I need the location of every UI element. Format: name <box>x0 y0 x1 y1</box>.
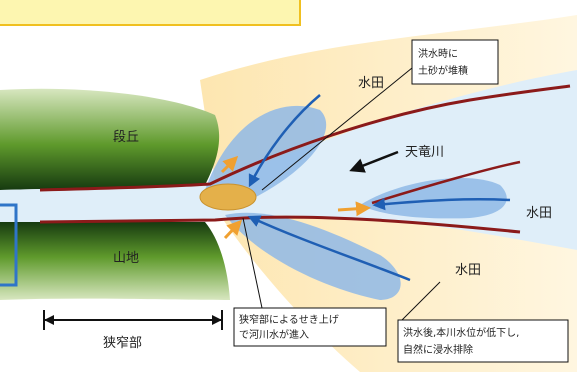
callout-sediment-box <box>411 39 499 85</box>
callout-drainage-box <box>397 319 569 363</box>
narrow-arrowhead-right <box>212 315 222 325</box>
callout-backwater-line1: 狭窄部によるせき上げ <box>239 313 339 326</box>
terrace-label: 段丘 <box>113 130 139 145</box>
mountain-label: 山地 <box>113 251 139 266</box>
levee-lower <box>39 215 521 234</box>
narrow-label: 狭窄部 <box>103 335 142 351</box>
river-label: 天竜川 <box>405 145 444 160</box>
levee-right-tributary <box>371 160 521 205</box>
flow-arrow-top <box>248 94 321 188</box>
callout-sediment-leader <box>261 67 413 191</box>
river-direction-arrow <box>349 150 399 173</box>
flood-lobe-top <box>205 105 327 200</box>
flow-arrow-right <box>372 197 511 211</box>
callout-backwater-line2: で河川水が進入 <box>239 328 309 341</box>
flow-arrow-bottom <box>247 215 411 282</box>
callout-sediment-line1: 洪水時に <box>418 48 458 60</box>
left-frame <box>0 203 18 287</box>
terrace-area <box>0 88 220 190</box>
paddy-label-right: 水田 <box>526 206 552 221</box>
sediment-deposit <box>199 183 257 211</box>
levee-upper <box>39 84 571 192</box>
backwater-arrow-down <box>223 219 243 240</box>
callout-backwater-box <box>233 307 387 347</box>
backwater-arrow-right <box>337 201 371 217</box>
paddy-label-bottom: 水田 <box>455 263 481 278</box>
flood-lobe-right <box>360 177 507 219</box>
backwater-arrow-up <box>220 155 239 174</box>
highlight-box <box>0 0 301 26</box>
narrow-arrowhead-left <box>44 315 54 325</box>
flood-lobe-bottom <box>225 212 401 300</box>
callout-drainage-line1: 洪水後,本川水位が低下し, <box>403 326 519 339</box>
paddy-label-top: 水田 <box>358 76 384 91</box>
callout-drainage-line2: 自然に浸水排除 <box>403 343 473 356</box>
callout-drainage-leader <box>401 281 441 321</box>
mountain-area <box>0 222 230 300</box>
callout-sediment-line2: 土砂が堆積 <box>418 64 468 77</box>
callout-backwater-leader <box>242 217 263 309</box>
